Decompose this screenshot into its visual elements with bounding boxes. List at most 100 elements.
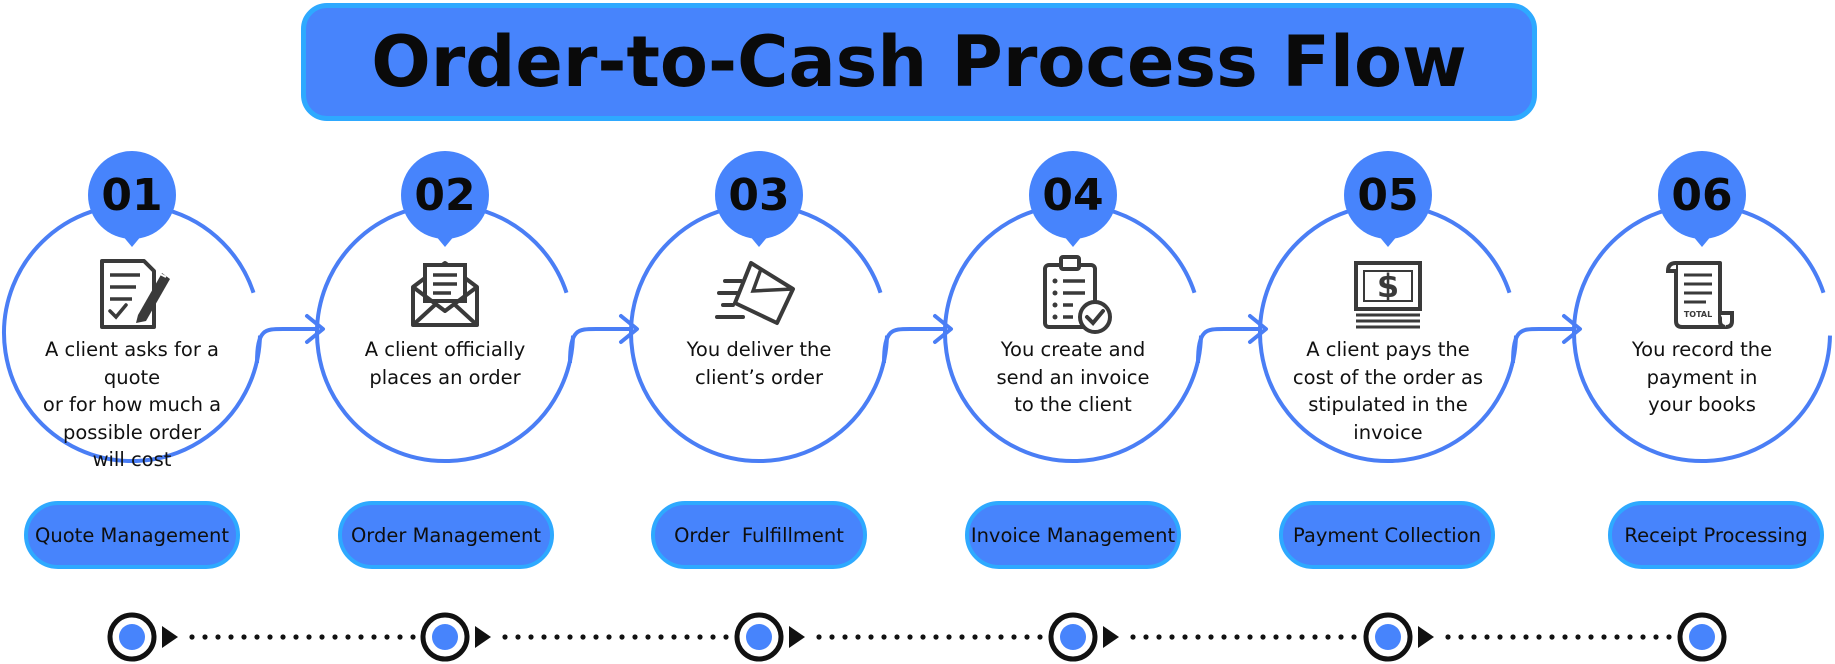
- timeline-dot: [959, 634, 965, 640]
- step-label: Quote Management: [35, 523, 229, 547]
- description-line: You deliver the: [686, 338, 832, 361]
- timeline-dot: [202, 634, 208, 640]
- description-line: or for how much a: [42, 393, 222, 416]
- flow-connector: [1196, 327, 1262, 364]
- timeline-dot: [1247, 634, 1253, 640]
- badge-pointer: [749, 235, 769, 247]
- flow-arrowhead: [1248, 314, 1268, 344]
- timeline-dot: [1182, 634, 1188, 640]
- description-line: to the client: [1014, 393, 1132, 416]
- step-label-pill: Order Management: [338, 501, 554, 569]
- description-line: invoice: [1353, 420, 1423, 444]
- step-label: Invoice Management: [970, 523, 1176, 547]
- dollar-bill-icon: $: [1354, 261, 1422, 329]
- step-badge: [1029, 151, 1117, 239]
- clipboard-check-icon: [1043, 255, 1112, 334]
- timeline-dot: [1286, 634, 1292, 640]
- timeline-dot: [632, 634, 638, 640]
- timeline-dot: [1601, 634, 1607, 640]
- timeline-dot: [593, 634, 599, 640]
- flow-arrowhead: [305, 314, 325, 344]
- timeline-dot: [998, 634, 1004, 640]
- timeline-dot: [241, 634, 247, 640]
- timeline-dot: [1208, 634, 1214, 640]
- receipt-scroll-icon: TOTAL: [1665, 261, 1734, 329]
- open-envelope-icon: [411, 261, 479, 327]
- timeline-arrow: [1103, 626, 1119, 648]
- timeline-dot: [541, 634, 547, 640]
- timeline-dot: [855, 634, 861, 640]
- timeline-dot: [1666, 634, 1672, 640]
- badge-pointer: [435, 235, 455, 247]
- timeline-dot: [567, 634, 573, 640]
- timeline-dot: [502, 634, 508, 640]
- step-01: 01: [2, 151, 325, 464]
- description-line: places an order: [369, 365, 521, 389]
- timeline-dot: [267, 634, 273, 640]
- timeline-dot: [881, 634, 887, 640]
- timeline-dot: [345, 634, 351, 640]
- flow-arrowhead: [619, 314, 639, 344]
- step-badge: [1658, 151, 1746, 239]
- description-line: your books: [1648, 393, 1756, 416]
- timeline-dot: [332, 634, 338, 640]
- timeline-dot: [293, 634, 299, 640]
- timeline-dot: [723, 634, 729, 640]
- timeline-dot: [868, 634, 874, 640]
- timeline-dot: [933, 634, 939, 640]
- description-line: possible order: [62, 420, 202, 444]
- flow-connector: [882, 327, 947, 364]
- step-number: 01: [101, 170, 162, 221]
- step-number: 05: [1357, 170, 1418, 221]
- title-banner: Order-to-Cash Process Flow: [301, 3, 1537, 121]
- timeline-dot: [1312, 634, 1318, 640]
- timeline-dot: [397, 634, 403, 640]
- timeline-dot: [1024, 634, 1030, 640]
- timeline-dot: [306, 634, 312, 640]
- timeline-dot: [972, 634, 978, 640]
- timeline-dot: [319, 634, 325, 640]
- timeline-dot: [1338, 634, 1344, 640]
- timeline-dot: [658, 634, 664, 640]
- timeline-dot: [1614, 634, 1620, 640]
- timeline-dot: [1273, 634, 1279, 640]
- step-label-pill: Order Fulfillment: [651, 501, 867, 569]
- timeline-dot: [606, 634, 612, 640]
- badge-pointer: [122, 235, 142, 247]
- description-line: cost of the order as: [1292, 365, 1484, 389]
- timeline-dot: [894, 634, 900, 640]
- svg-text:$: $: [1377, 267, 1399, 305]
- timeline-dot: [619, 634, 625, 640]
- step-label: Payment Collection: [1292, 523, 1482, 547]
- timeline-dot: [1640, 634, 1646, 640]
- timeline-dot: [1234, 634, 1240, 640]
- timeline-dot: [1011, 634, 1017, 640]
- step-badge: [1344, 151, 1432, 239]
- timeline-dot: [1351, 634, 1357, 640]
- flow-connector: [1511, 327, 1576, 364]
- timeline-dot: [1143, 634, 1149, 640]
- timeline-dot: [710, 634, 716, 640]
- timeline-node-fill: [1060, 624, 1086, 650]
- timeline-dot: [1037, 634, 1043, 640]
- description-line: will cost: [92, 448, 172, 471]
- timeline-dot: [515, 634, 521, 640]
- timeline-arrow: [162, 626, 178, 648]
- description-line: A client pays the: [1306, 338, 1470, 361]
- timeline-dot: [1588, 634, 1594, 640]
- step-label: Order Management: [350, 523, 542, 547]
- timeline-dot: [1458, 634, 1464, 640]
- timeline-dot: [829, 634, 835, 640]
- timeline-dot: [1195, 634, 1201, 640]
- timeline-dot: [1510, 634, 1516, 640]
- description-line: You create and: [1000, 338, 1146, 361]
- receipt-total-text: TOTAL: [1684, 310, 1712, 319]
- timeline-dot: [410, 634, 416, 640]
